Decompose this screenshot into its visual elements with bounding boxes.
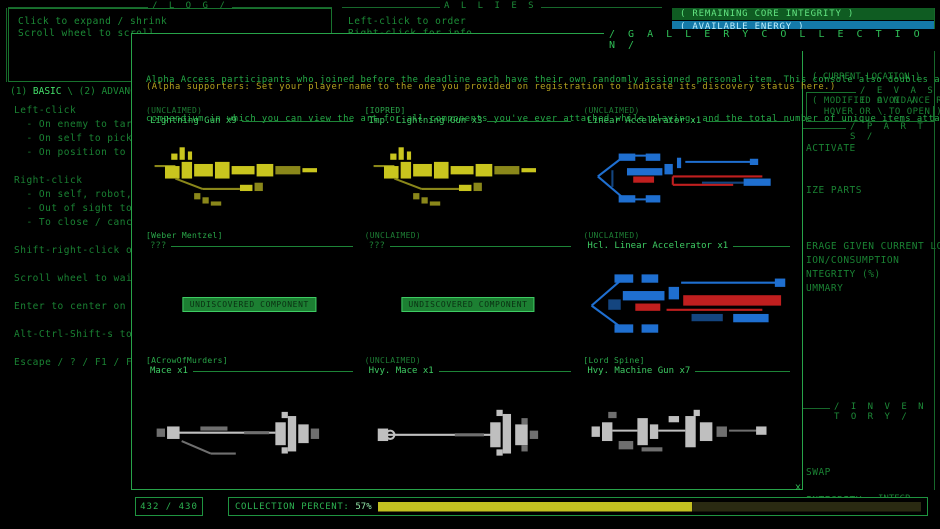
gallery-item-artwork xyxy=(577,380,796,475)
gallery-item-name-row: Hcl. Linear Accelerator x1 xyxy=(587,241,790,251)
gallery-item-name: Lightning Gun x9 xyxy=(150,116,237,126)
gallery-intro-line1: Alpha Access participants who joined bef… xyxy=(146,75,940,85)
gallery-item-divider xyxy=(438,370,572,372)
gallery-item-owner: [IOPRED] xyxy=(364,106,406,115)
gallery-item-artwork xyxy=(359,380,578,475)
right-frame-line-outer xyxy=(934,8,935,490)
gallery-intro: Alpha Access participants who joined bef… xyxy=(146,48,940,152)
gallery-item-divider xyxy=(389,245,572,247)
gallery-item-artwork xyxy=(359,130,578,225)
gallery-item-name: Linear Accelerator x1 xyxy=(587,116,702,126)
tab-basic[interactable]: BASIC xyxy=(32,86,62,97)
gallery-item-divider xyxy=(695,370,790,372)
gallery-item[interactable]: (UNCLAIMED)Hvy. Mace x1 xyxy=(359,354,578,479)
gallery-item-name: Mace x1 xyxy=(150,366,188,376)
gallery-item-artwork xyxy=(140,380,359,475)
gallery-item-name: Imp. Lightning Gun x3 xyxy=(368,116,483,126)
gallery-item-name-row: ??? xyxy=(150,241,353,251)
gallery-item-divider xyxy=(733,245,790,247)
gallery-item[interactable]: (UNCLAIMED)Hcl. Linear Accelerator x1 xyxy=(577,229,796,354)
gallery-item-owner: [Lord Spine] xyxy=(583,356,645,365)
gallery-item-name-row: Mace x1 xyxy=(150,366,353,376)
gallery-item-name: ??? xyxy=(150,241,167,251)
gallery-item-name: Hcl. Linear Accelerator x1 xyxy=(587,241,729,251)
gallery-item[interactable]: (UNCLAIMED)??? UNDISCOVERED COMPONENT xyxy=(359,229,578,354)
gallery-item-name: Hvy. Machine Gun x7 xyxy=(587,366,691,376)
gallery-item-divider xyxy=(241,120,353,122)
gallery-item-owner: [Weber Mentzel] xyxy=(146,231,223,240)
gallery-item-owner: (UNCLAIMED) xyxy=(583,231,640,240)
gallery-item-name-row: Imp. Lightning Gun x3 xyxy=(369,116,572,126)
gallery-item-owner: [ACrowOfMurders] xyxy=(146,356,228,365)
gallery-item[interactable]: [Lord Spine]Hvy. Machine Gun x7 xyxy=(577,354,796,479)
gallery-item[interactable]: (UNCLAIMED)Lightning Gun x9 xyxy=(140,104,359,229)
log-frame-line xyxy=(6,8,7,82)
undiscovered-component-badge: UNDISCOVERED COMPONENT xyxy=(401,297,535,312)
evasion-text: ( MODIFIED AVOIDANCE RATE, HOVER OR \ TO… xyxy=(812,96,940,117)
gallery-item-name-row: Lightning Gun x9 xyxy=(150,116,353,126)
gallery-item-divider xyxy=(487,120,572,122)
gallery-item-artwork xyxy=(577,255,796,350)
gallery-intro-line2: compendium in which you can view the art… xyxy=(146,114,940,124)
progress-empty: ████████████████████████████████████████… xyxy=(692,501,921,512)
progress-fill: ████████████████████████████████████████… xyxy=(377,501,693,512)
gallery-item-divider xyxy=(171,245,353,247)
collection-percent-label: COLLECTION PERCENT: xyxy=(235,501,350,512)
gallery-item-divider xyxy=(192,370,353,372)
collection-percent-value: 57% xyxy=(355,501,372,512)
gallery-item-divider xyxy=(706,120,790,122)
gallery-item[interactable]: [Weber Mentzel]??? UNDISCOVERED COMPONENT xyxy=(140,229,359,354)
collection-percent-bar: COLLECTION PERCENT: 57% ████████████████… xyxy=(228,497,928,516)
gallery-item-owner: (UNCLAIMED) xyxy=(146,106,203,115)
allies-rule-label: A L L I E S xyxy=(440,1,541,11)
gallery-item[interactable]: [ACrowOfMurders]Mace x1 xyxy=(140,354,359,479)
gallery-item-owner: (UNCLAIMED) xyxy=(583,106,640,115)
gallery-item-name-row: Hvy. Mace x1 xyxy=(369,366,572,376)
gallery-item-name-row: ??? xyxy=(369,241,572,251)
close-icon[interactable]: x xyxy=(795,482,802,493)
inventory-rule-label: / I N V E N T O R Y / xyxy=(830,402,940,422)
gallery-item[interactable]: [IOPRED]Imp. Lightning Gun x3 xyxy=(359,104,578,229)
gallery-collection-dialog[interactable]: Alpha Access participants who joined bef… xyxy=(131,33,940,490)
gallery-note: (Alpha supporters: Set your player name … xyxy=(146,82,836,92)
gallery-item-name: Hvy. Mace x1 xyxy=(368,366,434,376)
evasion-rule-label: / E V A S I O N / xyxy=(856,86,940,106)
log-rule-label: / L O G / xyxy=(148,1,232,11)
command-tabs[interactable]: (1) BASIC \ (2) ADVANCED \ ( xyxy=(10,86,170,97)
gallery-grid: (UNCLAIMED)Lightning Gun x9[IOPRED]Imp. … xyxy=(140,104,796,479)
gallery-item[interactable]: (UNCLAIMED)Linear Accelerator x1 xyxy=(577,104,796,229)
gallery-item-artwork xyxy=(577,130,796,225)
gallery-item-name-row: Hvy. Machine Gun x7 xyxy=(587,366,790,376)
gallery-item-name-row: Linear Accelerator x1 xyxy=(587,116,790,126)
gallery-title: / G A L L E R Y C O L L E C T I O N / xyxy=(604,29,940,51)
gallery-item-owner: (UNCLAIMED) xyxy=(364,356,421,365)
undiscovered-component-badge: UNDISCOVERED COMPONENT xyxy=(182,297,316,312)
status-bar-core-integrity[interactable]: ( REMAINING CORE INTEGRITY ) xyxy=(672,8,934,20)
tabs-suffix: \ (2) ADVANCED \ ( xyxy=(61,86,171,97)
parts-panel-text: ACTIVATE IZE PARTS ERAGE GIVEN CURRENT L… xyxy=(806,143,940,294)
progress-track: ████████████████████████████████████████… xyxy=(378,501,921,512)
parts-rule-label: / P A R T S / xyxy=(846,122,940,142)
gallery-item-name: ??? xyxy=(368,241,385,251)
tabs-prefix: (1) xyxy=(10,86,33,97)
gallery-item-owner: (UNCLAIMED) xyxy=(364,231,421,240)
gallery-item-artwork xyxy=(140,130,359,225)
current-location-label: ( CURRENT LOCATION ) xyxy=(812,72,921,82)
collection-count: 432 / 430 xyxy=(135,497,203,516)
